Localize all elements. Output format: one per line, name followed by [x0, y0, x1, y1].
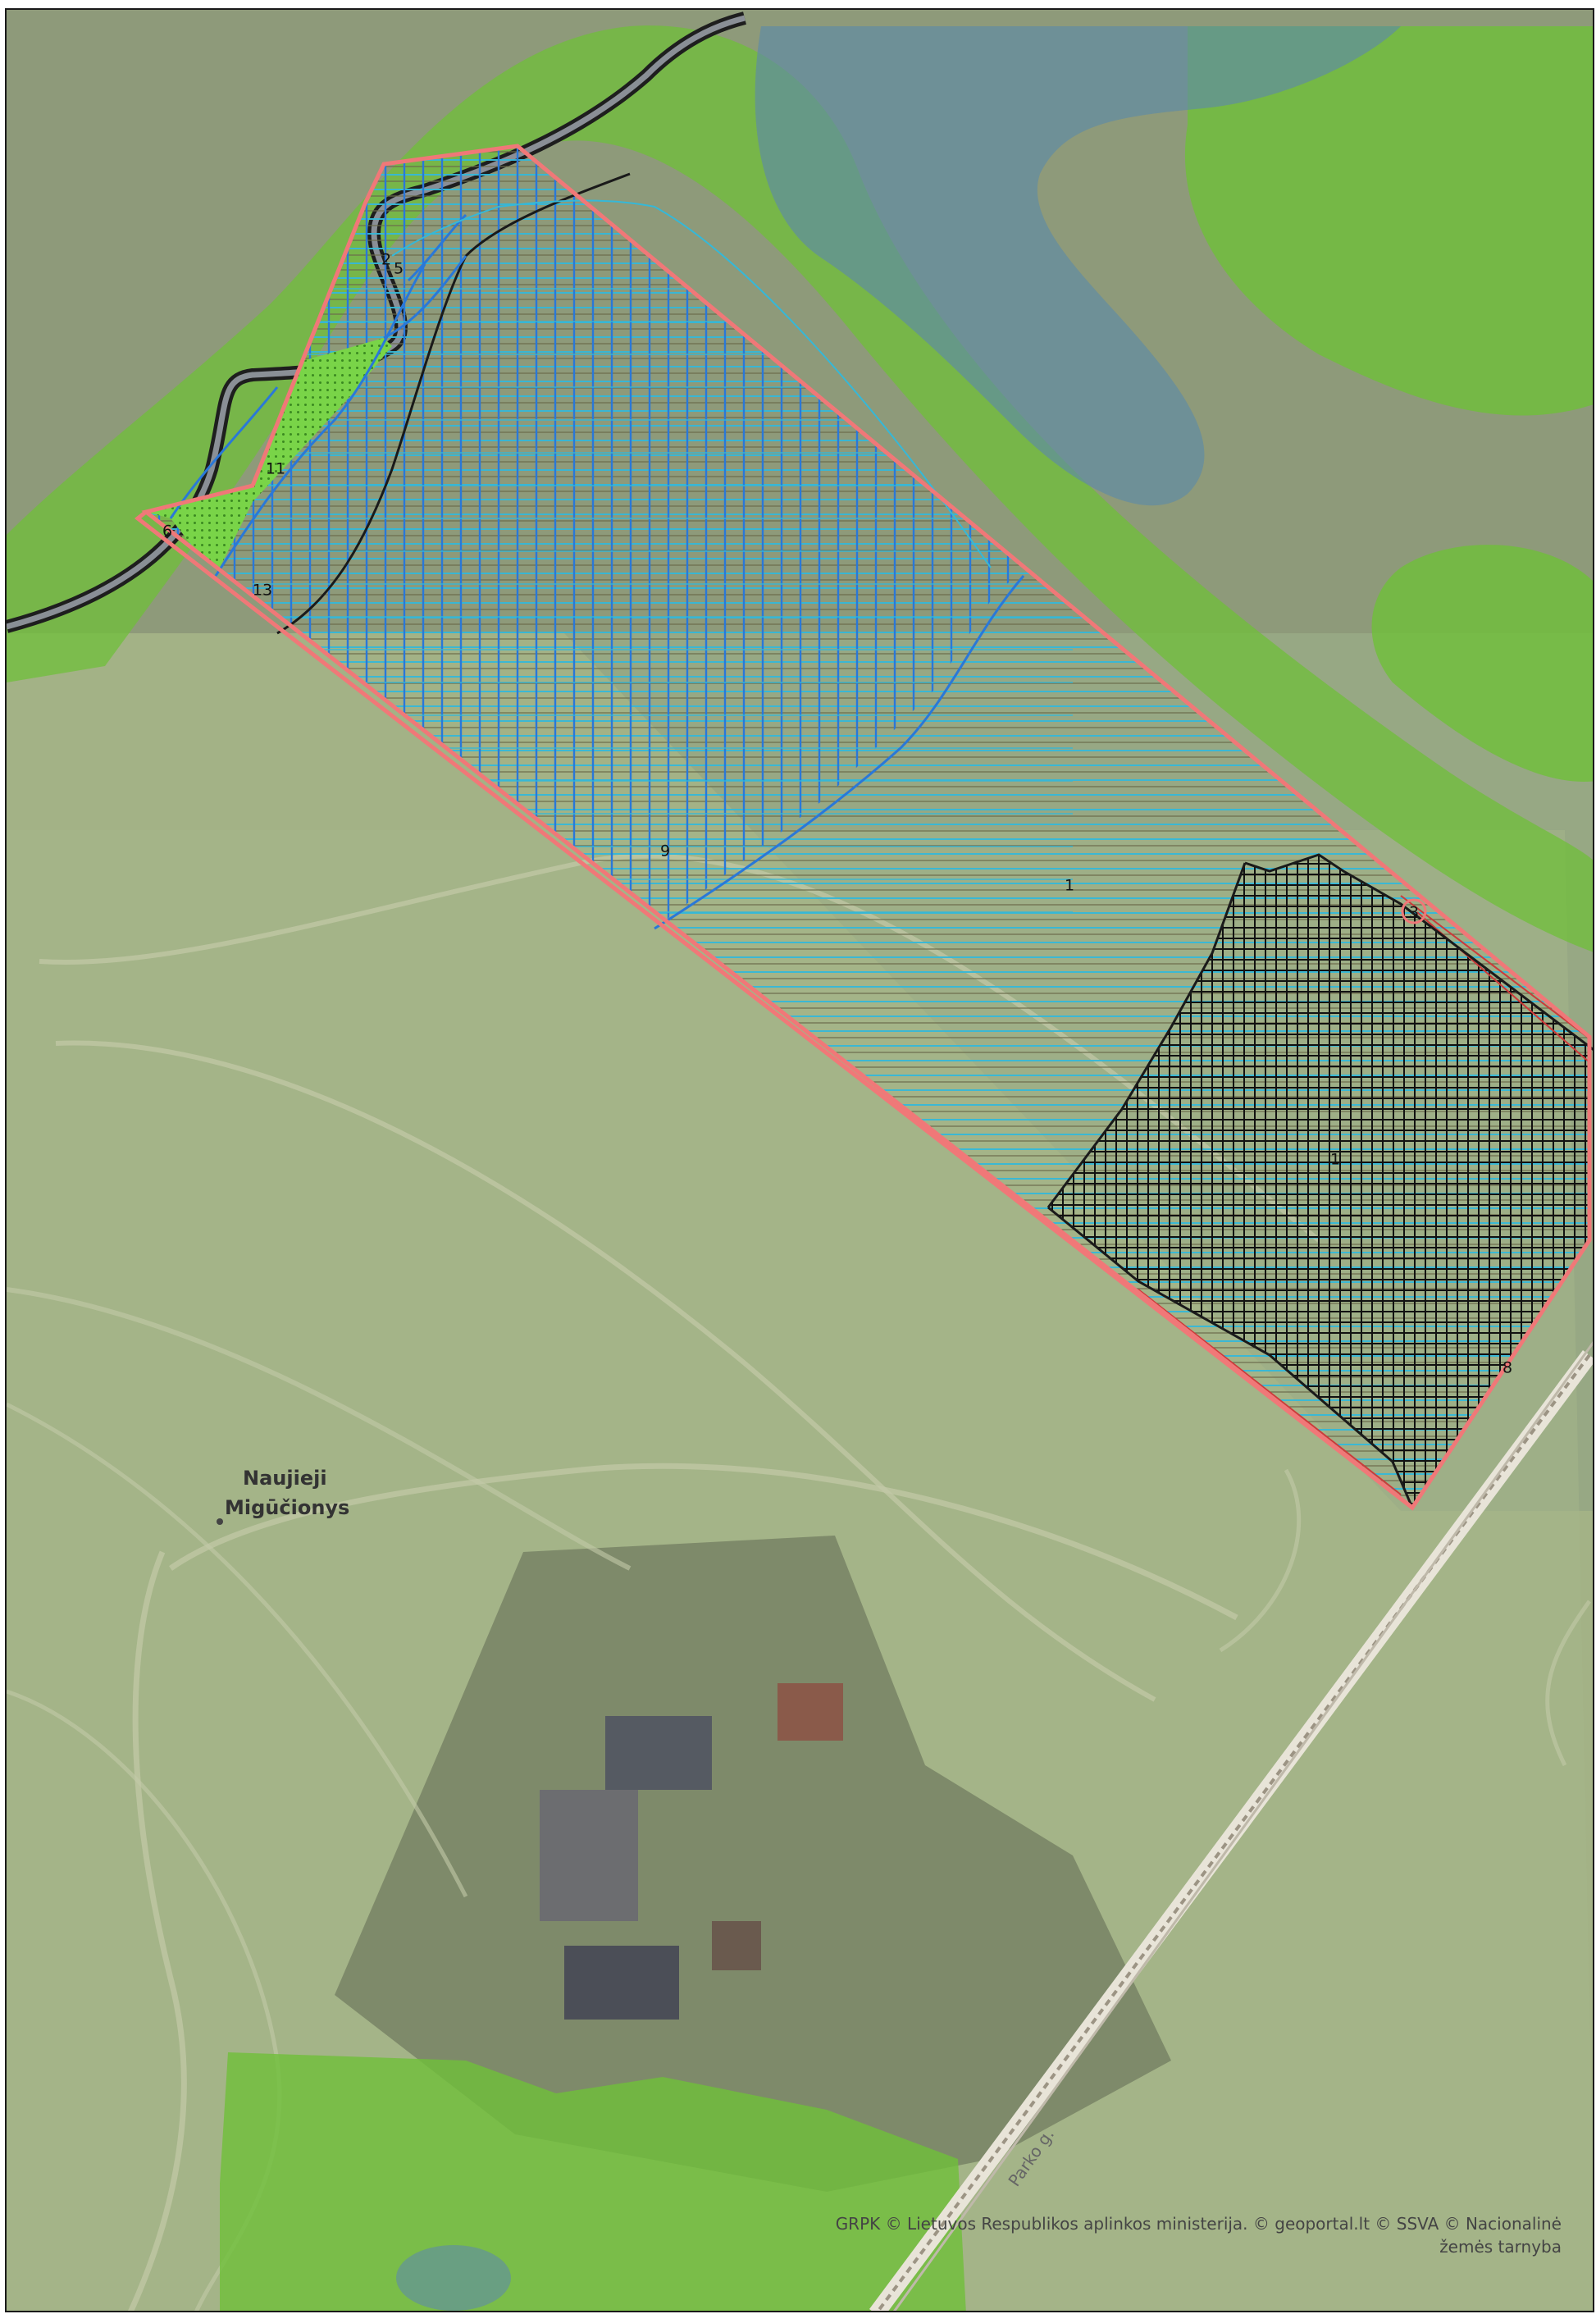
parcel-label-3: 3 [1409, 904, 1419, 922]
parcel-label-11: 11 [266, 460, 285, 478]
map-canvas[interactable]: 2 5 11 6 13 9 1 3 1 8 Naujieji Migūčiony… [7, 10, 1594, 2312]
place-marker-icon [217, 1518, 223, 1525]
zone-black-grid [1048, 855, 1589, 1508]
parcel-label-13: 13 [253, 582, 272, 600]
place-label-line1: Naujieji [243, 1467, 327, 1490]
water-overlay [396, 26, 1401, 2311]
parcel-label-2: 2 [381, 251, 391, 269]
map-attribution: GRPK © Lietuvos Respublikos aplinkos min… [835, 2214, 1562, 2257]
place-label-group: Naujieji Migūčionys [217, 1467, 349, 1525]
parcel-label-8: 8 [1503, 1359, 1512, 1377]
parcel-marker-3[interactable] [1401, 898, 1427, 924]
zone-boundaries [169, 172, 1593, 1508]
zone-green-11 [146, 338, 392, 576]
parcel-label-1-upper: 1 [1065, 877, 1074, 895]
parcel-label-9: 9 [660, 842, 670, 860]
parcel-labels: 2 5 11 6 13 9 1 3 1 8 [162, 251, 1512, 1377]
parcel-label-5: 5 [394, 260, 404, 278]
place-label-line2: Migūčionys [225, 1496, 349, 1519]
map-frame[interactable]: 2 5 11 6 13 9 1 3 1 8 Naujieji Migūčiony… [5, 8, 1594, 2312]
parcel-boundary-left-edge [134, 510, 1414, 1509]
parcel-boundary[interactable] [141, 144, 1592, 1511]
railway-road [869, 1340, 1593, 2311]
parcel-label-6: 6 [162, 523, 172, 541]
parcel-label-1-lower: 1 [1330, 1151, 1340, 1169]
